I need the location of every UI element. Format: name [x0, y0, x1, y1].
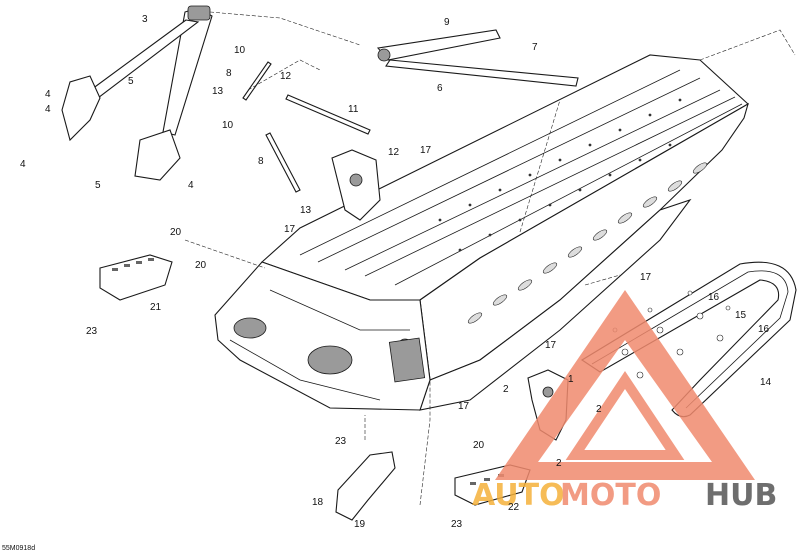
callout-5: 5 [128, 76, 134, 87]
callout-20: 20 [473, 440, 485, 451]
callout-16: 16 [708, 292, 720, 303]
side-plate [335, 451, 396, 521]
callout-17: 17 [545, 340, 557, 351]
callout-18: 18 [312, 497, 324, 508]
callout-19: 19 [354, 519, 366, 530]
callout-2: 2 [503, 384, 509, 395]
callout-13: 13 [212, 86, 224, 97]
steering-support [61, 5, 213, 181]
callout-5: 5 [95, 180, 101, 191]
callout-4: 4 [188, 180, 194, 191]
tunnel-chassis [214, 54, 749, 411]
callout-4: 4 [20, 159, 26, 170]
callout-16: 16 [758, 324, 770, 335]
callout-8: 8 [258, 156, 264, 167]
callout-17: 17 [420, 145, 432, 156]
callout-17: 17 [284, 224, 296, 235]
callout-10: 10 [234, 45, 246, 56]
callout-23: 23 [86, 326, 98, 337]
callout-13: 13 [300, 205, 312, 216]
callout-1: 1 [568, 374, 574, 385]
callout-3: 3 [142, 14, 148, 25]
callout-17: 17 [458, 401, 470, 412]
callout-2: 2 [556, 458, 562, 469]
callout-12: 12 [388, 147, 400, 158]
callout-4: 4 [45, 89, 51, 100]
left-footrest [99, 254, 173, 301]
callout-8: 8 [226, 68, 232, 79]
watermark-triangle-icon [495, 290, 755, 480]
callout-23: 23 [451, 519, 463, 530]
brace-rods [242, 61, 371, 193]
callout-23: 23 [335, 436, 347, 447]
callout-17: 17 [640, 272, 652, 283]
watermark: AUTO MOTO HUB [472, 290, 777, 513]
callout-4: 4 [45, 104, 51, 115]
callout-12: 12 [280, 71, 292, 82]
callout-20: 20 [195, 260, 207, 271]
callout-22: 22 [508, 502, 520, 513]
leader-lines [184, 11, 796, 506]
center-bracket [331, 149, 381, 221]
drawing-code: 55M0918d [2, 545, 35, 552]
callouts: 3 9 7 10 8 12 13 6 5 4 4 5 4 4 11 10 12 … [20, 14, 772, 530]
callout-10: 10 [222, 120, 234, 131]
upper-brace [376, 29, 579, 87]
watermark-text-auto: AUTO [472, 478, 565, 513]
callout-7: 7 [532, 42, 538, 53]
callout-21: 21 [150, 302, 162, 313]
callout-9: 9 [444, 17, 450, 28]
watermark-text-moto: MOTO [560, 478, 661, 513]
watermark-text-hub: HUB [705, 478, 777, 513]
callout-20: 20 [170, 227, 182, 238]
callout-15: 15 [735, 310, 747, 321]
callout-6: 6 [437, 83, 443, 94]
callout-14: 14 [760, 377, 772, 388]
callout-11: 11 [348, 104, 359, 115]
callout-2: 2 [596, 404, 602, 415]
